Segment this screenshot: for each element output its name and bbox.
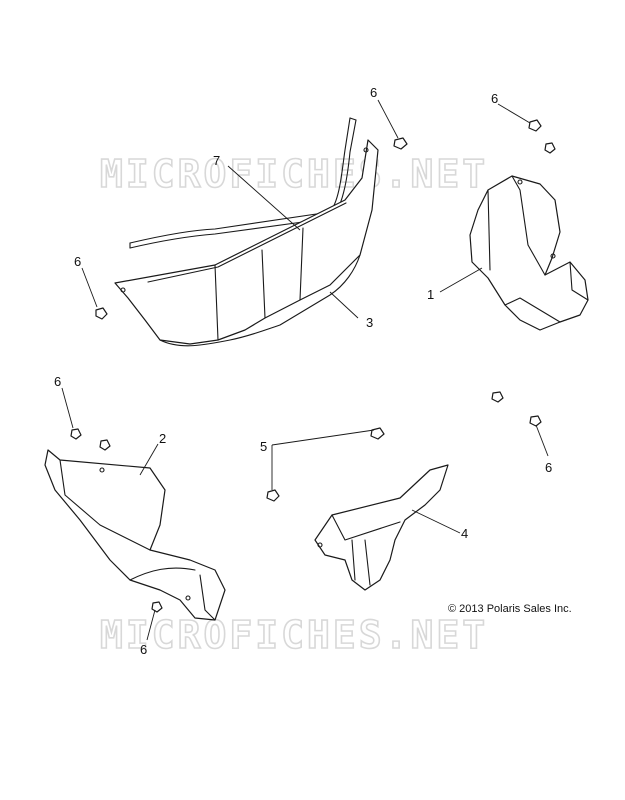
part-2-shield (44, 449, 226, 621)
watermark-bottom: MICROFICHES.NET (100, 613, 488, 657)
watermark-top: MICROFICHES.NET (100, 152, 488, 196)
bolt-6-e (491, 391, 504, 403)
bolt-6-c (544, 142, 556, 154)
fastener-bolts (70, 119, 556, 613)
callout-3: 3 (366, 315, 373, 330)
bolt-6-b (528, 119, 542, 132)
callout-4: 4 (461, 526, 468, 541)
part-1-shield (469, 175, 589, 331)
callout-6-left: 6 (74, 254, 81, 269)
bolt-6-g (70, 428, 82, 440)
copyright-notice: © 2013 Polaris Sales Inc. (448, 603, 572, 615)
callout-7: 7 (213, 153, 220, 168)
callout-5: 5 (260, 439, 267, 454)
bolt-6-a (393, 137, 408, 150)
callout-6-right: 6 (545, 460, 552, 475)
callout-1: 1 (427, 287, 434, 302)
bolt-5-a (370, 427, 385, 440)
bolt-6-i (151, 601, 163, 613)
bolt-6-h (99, 439, 111, 451)
leader-lines (61, 99, 549, 641)
callout-6-top: 6 (370, 85, 377, 100)
part-3-shield (114, 139, 379, 347)
callout-2: 2 (159, 431, 166, 446)
callout-6-midleft: 6 (54, 374, 61, 389)
part-7-rod (129, 117, 357, 249)
callout-6-topright: 6 (491, 91, 498, 106)
bolt-5-b (266, 489, 280, 502)
part-4-shield (314, 464, 449, 591)
callout-6-bottom: 6 (140, 642, 147, 657)
bolt-6-d (95, 307, 108, 320)
bolt-6-f (529, 415, 542, 427)
